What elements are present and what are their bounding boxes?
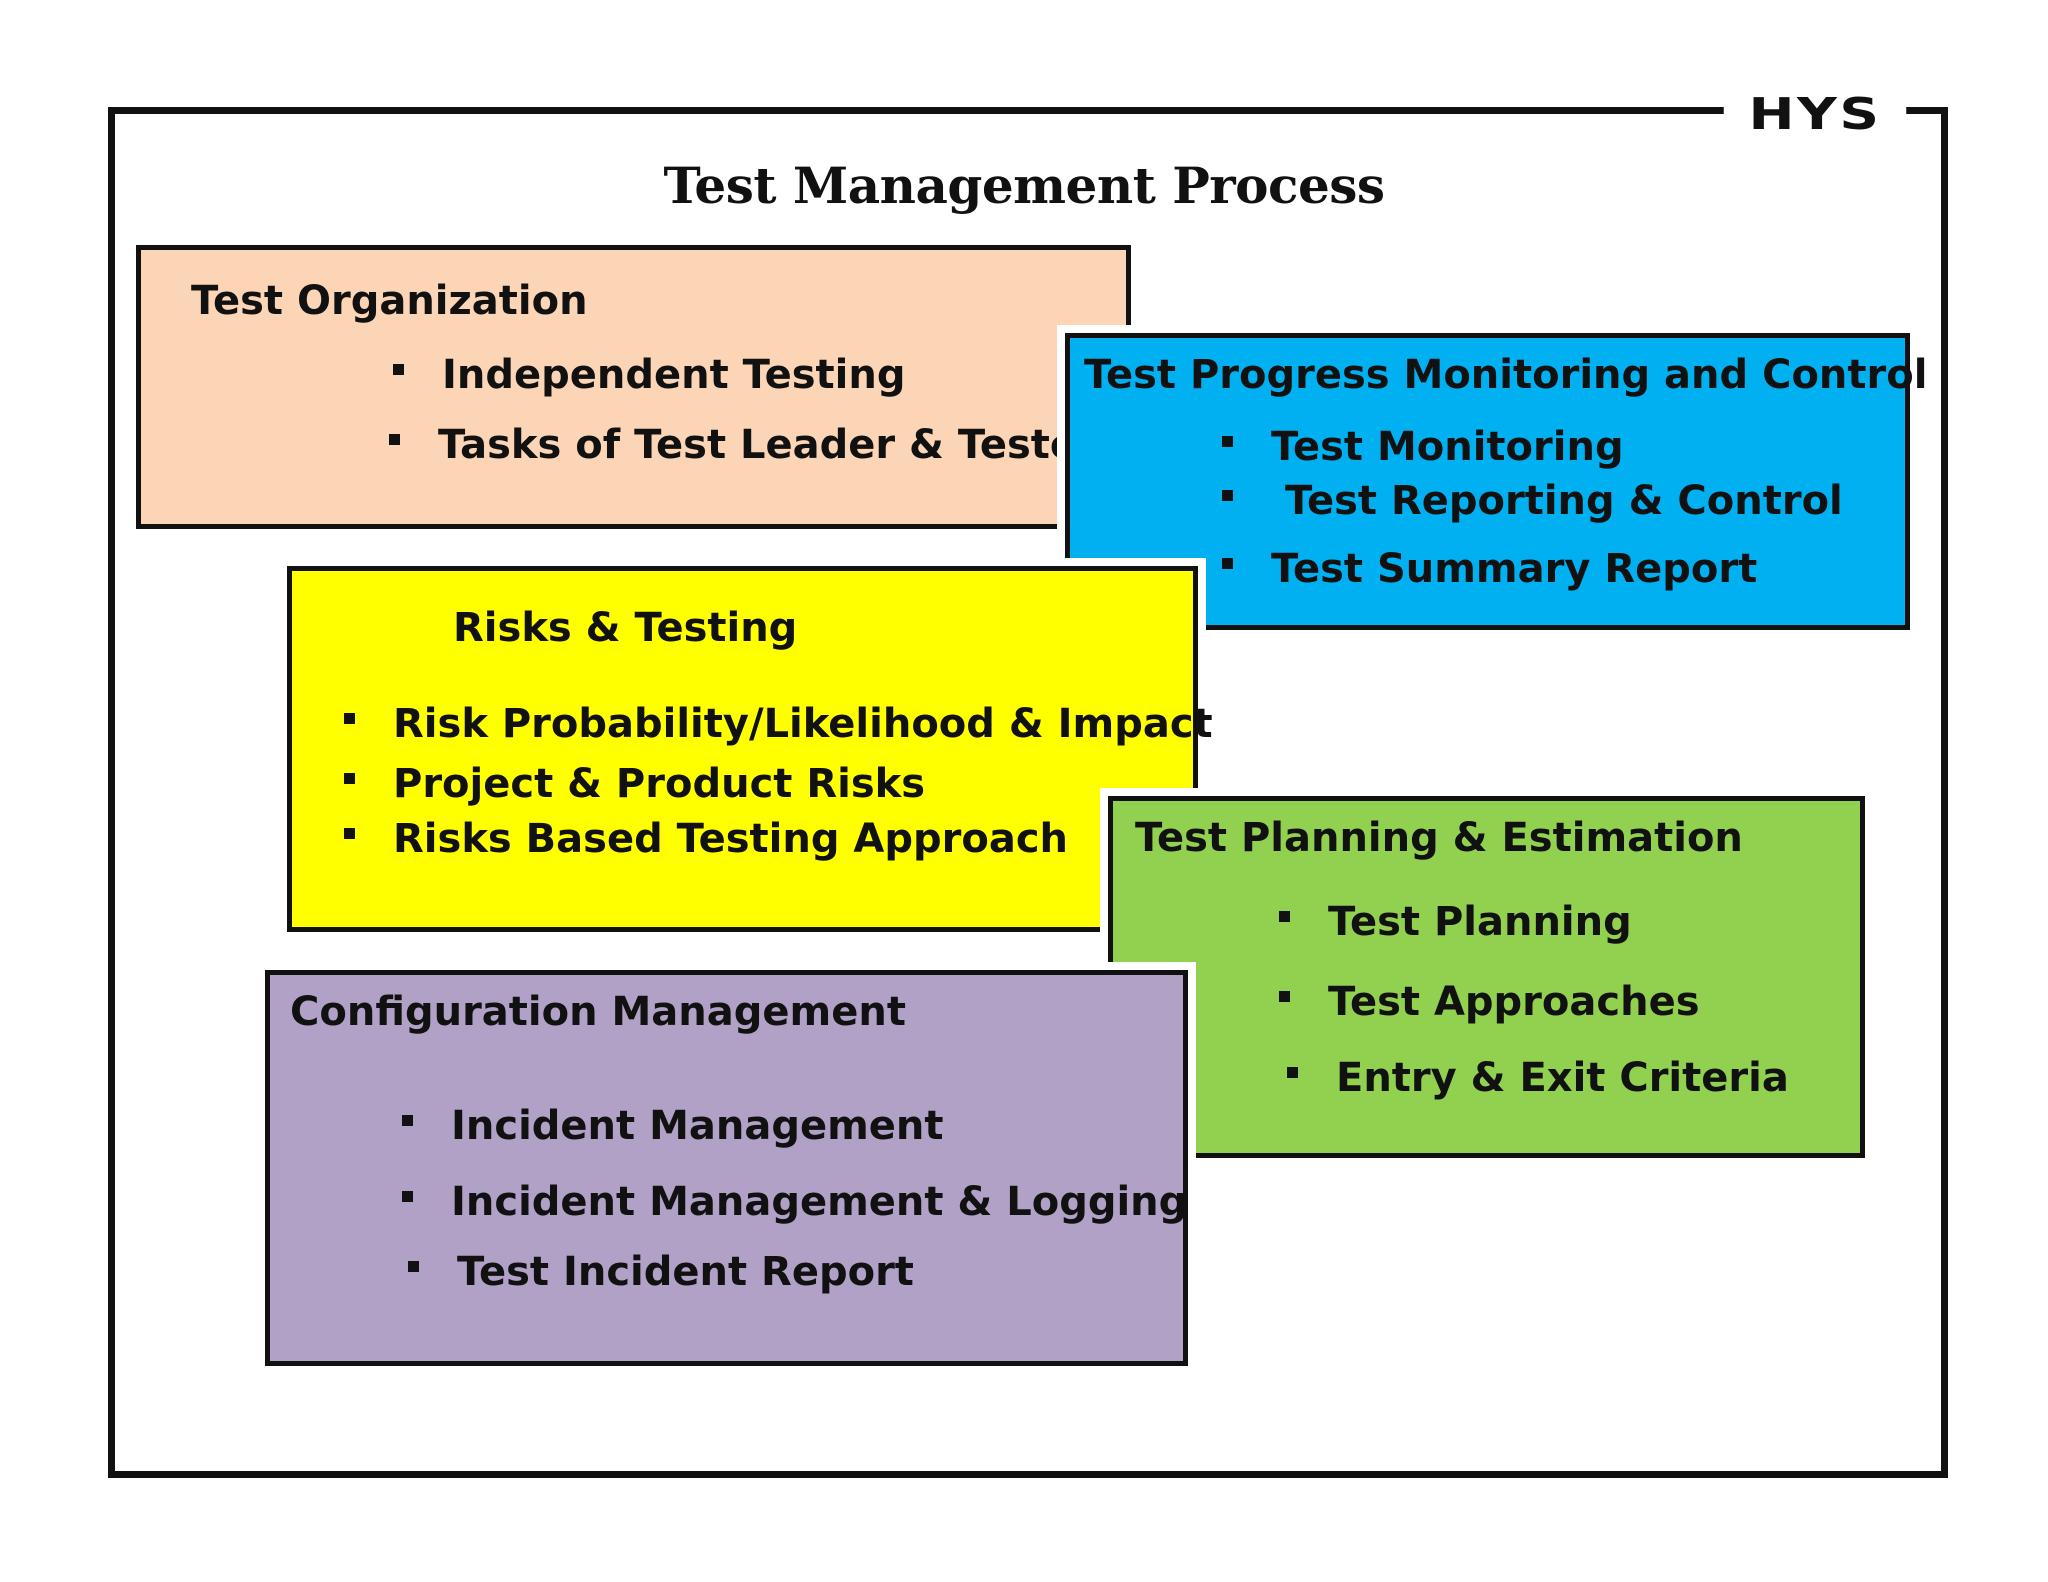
bullet-icon: [344, 772, 355, 784]
list-item: Independent Testing: [393, 352, 906, 398]
box-risks-testing: Risks & Testing Risk Probability/Likelih…: [287, 566, 1213, 932]
bullet-icon: [408, 1260, 419, 1272]
bullet-icon: [344, 827, 355, 839]
list-item: Test Incident Report: [408, 1249, 914, 1295]
list-item: Risk Probability/Likelihood & Impact: [344, 701, 1213, 747]
list-item: Project & Product Risks: [344, 761, 925, 807]
list-item: Test Summary Report: [1222, 546, 1757, 592]
bullet-icon: [389, 433, 400, 445]
bullet-icon: [393, 363, 404, 375]
box-test-organization: Test Organization Independent Testing Ta…: [136, 245, 1131, 529]
logo: HYS: [1723, 91, 1907, 139]
bullet-icon: [344, 712, 355, 724]
diagram-title: Test Management Process: [663, 156, 1385, 215]
list-item: Risks Based Testing Approach: [344, 816, 1068, 862]
box-heading: Test Planning & Estimation: [1135, 815, 1743, 861]
list-item: Entry & Exit Criteria: [1287, 1055, 1789, 1101]
bullet-icon: [1279, 910, 1290, 922]
list-item: Test Approaches: [1279, 979, 1700, 1025]
bullet-icon: [402, 1190, 413, 1202]
bullet-icon: [1279, 990, 1290, 1002]
list-item: Incident Management: [402, 1103, 944, 1149]
bullet-icon: [1222, 435, 1233, 447]
box-heading: Test Organization: [191, 278, 588, 324]
box-test-progress: Test Progress Monitoring and Control Tes…: [1065, 333, 1927, 630]
box-heading: Test Progress Monitoring and Control: [1084, 352, 1928, 398]
bullet-icon: [1222, 489, 1233, 501]
box-test-planning: Test Planning & Estimation Test Planning…: [1108, 796, 1865, 1158]
bullet-icon: [402, 1114, 413, 1126]
bullet-icon: [1287, 1066, 1298, 1078]
box-configuration-management: Configuration Management Incident Manage…: [265, 970, 1188, 1366]
list-item: Test Planning: [1279, 899, 1632, 945]
list-item: Incident Management & Logging: [402, 1179, 1187, 1225]
box-heading: Configuration Management: [290, 989, 906, 1035]
list-item: Test Monitoring: [1222, 424, 1624, 470]
list-item: Tasks of Test Leader & Tester: [389, 422, 1097, 468]
box-heading: Risks & Testing: [453, 605, 798, 651]
list-item: Test Reporting & Control: [1222, 478, 1843, 524]
bullet-icon: [1222, 557, 1233, 569]
